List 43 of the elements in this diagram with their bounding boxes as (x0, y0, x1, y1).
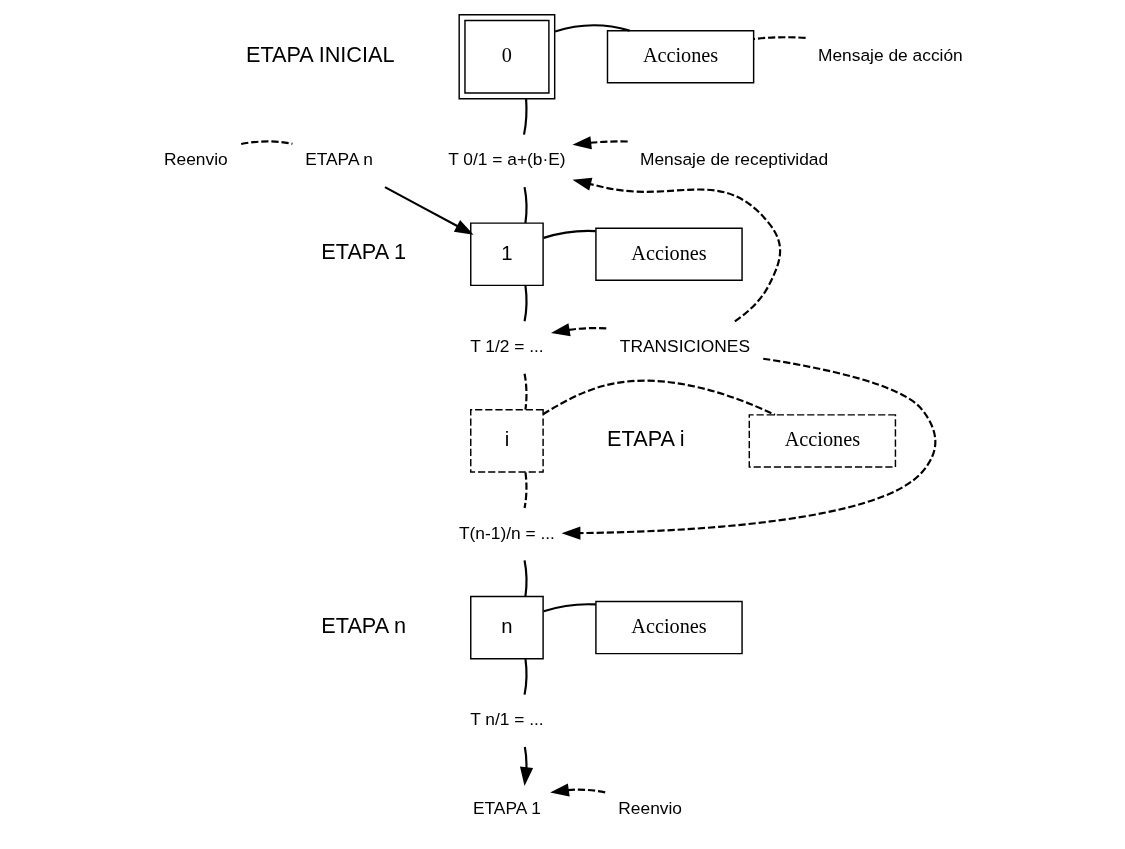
connector (523, 186, 528, 223)
arrow (519, 746, 533, 786)
node-box: i (469, 408, 544, 473)
arrow (550, 322, 606, 336)
node-text: Reenvio (163, 148, 228, 169)
arrow (561, 357, 936, 540)
node-text: T(n-1)/n = ... (458, 522, 555, 543)
connector (542, 602, 596, 612)
connector (542, 229, 596, 239)
node-text: TRANSICIONES (619, 335, 750, 356)
arrow (549, 782, 605, 796)
node-label: ETAPA 1 (320, 238, 406, 264)
node-text: Reenvio (617, 797, 682, 818)
connector (522, 98, 528, 135)
node-text: Mensaje de acción (817, 44, 963, 65)
arrow (571, 135, 628, 149)
node-box: Acciones (594, 600, 743, 654)
node-box: 1 (469, 221, 544, 286)
node-text: ETAPA 1 (472, 797, 541, 818)
node-box: 0 (457, 13, 555, 99)
node-text: ETAPA n (304, 148, 373, 169)
arrow (572, 177, 781, 322)
connector (542, 379, 775, 416)
connector (523, 559, 528, 596)
node-box: n (469, 595, 544, 659)
arrow (383, 185, 474, 235)
node-label: ETAPA INICIAL (245, 41, 395, 67)
node-text: T 0/1 = a+(b·E) (447, 148, 566, 169)
connector (523, 285, 528, 321)
connector (523, 471, 528, 508)
connector (240, 139, 293, 145)
node-label: ETAPA n (320, 612, 406, 638)
connector (554, 23, 630, 33)
node-label: ETAPA i (606, 425, 685, 451)
connector (753, 35, 806, 40)
connector (523, 373, 528, 410)
node-text: T 1/2 = ... (469, 335, 544, 356)
node-box: Acciones (594, 227, 743, 281)
node-text: Mensaje de receptividad (639, 148, 828, 169)
node-text: T n/1 = ... (469, 708, 544, 729)
node-box: Acciones (748, 413, 896, 468)
connector (523, 658, 528, 695)
node-box: Acciones (606, 29, 754, 83)
